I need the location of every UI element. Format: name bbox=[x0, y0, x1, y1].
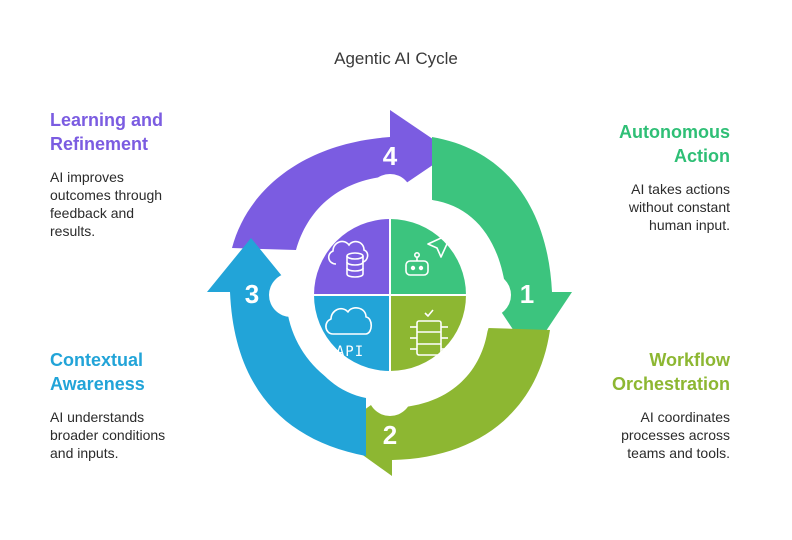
step-1-heading: Autonomous Action bbox=[540, 120, 730, 168]
step-3-number: 3 bbox=[245, 279, 259, 309]
step-3-heading: Contextual Awareness bbox=[50, 348, 240, 396]
step-4-heading-line-1: Learning and bbox=[50, 110, 164, 130]
step-4-desc-line-2: outcomes through bbox=[50, 187, 163, 203]
notch-top bbox=[368, 174, 412, 218]
step-3-description: AI understands broader conditions and in… bbox=[50, 408, 240, 462]
step-1-desc-line-1: AI takes actions bbox=[631, 181, 730, 197]
quadrant-4 bbox=[314, 219, 390, 295]
step-2-text: Workflow Orchestration AI coordinates pr… bbox=[540, 348, 730, 462]
navigation-arrow-robot-icon bbox=[405, 232, 453, 276]
step-1-number: 1 bbox=[520, 279, 534, 309]
step-3-desc-line-3: and inputs. bbox=[50, 445, 119, 461]
step-4-heading-line-2: Refinement bbox=[50, 134, 149, 154]
step-3-desc-line-2: broader conditions bbox=[50, 427, 166, 443]
step-4-heading: Learning and Refinement bbox=[50, 108, 240, 156]
step-3-heading-line-1: Contextual bbox=[50, 350, 144, 370]
step-4-desc-line-3: feedback and bbox=[50, 205, 135, 221]
step-2-number: 2 bbox=[383, 420, 397, 450]
step-2-heading-line-1: Workflow bbox=[649, 350, 730, 370]
notch-right bbox=[467, 273, 511, 317]
step-1-heading-line-1: Autonomous bbox=[619, 122, 730, 142]
step-3-desc-line-1: AI understands bbox=[50, 409, 145, 425]
step-2-desc-line-1: AI coordinates bbox=[640, 409, 731, 425]
notch-left bbox=[269, 273, 313, 317]
diagram-title: Agentic AI Cycle bbox=[334, 49, 458, 68]
step-2-desc-line-2: processes across bbox=[621, 427, 730, 443]
step-3-heading-line-2: Awareness bbox=[50, 374, 145, 394]
step-4-desc-line-4: results. bbox=[50, 223, 96, 239]
step-3-text: Contextual Awareness AI understands broa… bbox=[50, 348, 240, 462]
step-2-desc-line-3: teams and tools. bbox=[627, 445, 730, 461]
step-1-desc-line-2: without constant bbox=[628, 199, 730, 215]
cloud-database-icon bbox=[327, 240, 369, 278]
api-label: API bbox=[336, 344, 364, 360]
step-1-heading-line-2: Action bbox=[674, 146, 730, 166]
step-1-desc-line-3: human input. bbox=[649, 217, 730, 233]
step-4-desc-line-1: AI improves bbox=[50, 169, 124, 185]
notch-bottom bbox=[368, 372, 412, 416]
quadrant-2 bbox=[390, 295, 466, 371]
step-4-description: AI improves outcomes through feedback an… bbox=[50, 168, 240, 240]
step-4-arrow bbox=[232, 110, 452, 250]
step-1-text: Autonomous Action AI takes actions witho… bbox=[540, 120, 730, 234]
quadrant-1 bbox=[390, 219, 466, 295]
step-2-heading-line-2: Orchestration bbox=[611, 374, 730, 394]
step-3-arrow bbox=[207, 238, 366, 456]
step-2-arrow bbox=[332, 328, 550, 476]
cloud-api-icon: API bbox=[325, 307, 373, 360]
step-1-arrow bbox=[432, 137, 572, 355]
step-4-number: 4 bbox=[383, 141, 398, 171]
step-4-text: Learning and Refinement AI improves outc… bbox=[50, 108, 240, 240]
step-2-description: AI coordinates processes across teams an… bbox=[540, 408, 730, 462]
step-2-heading: Workflow Orchestration bbox=[540, 348, 730, 396]
step-1-description: AI takes actions without constant human … bbox=[540, 180, 730, 234]
checked-server-icon bbox=[410, 309, 448, 356]
